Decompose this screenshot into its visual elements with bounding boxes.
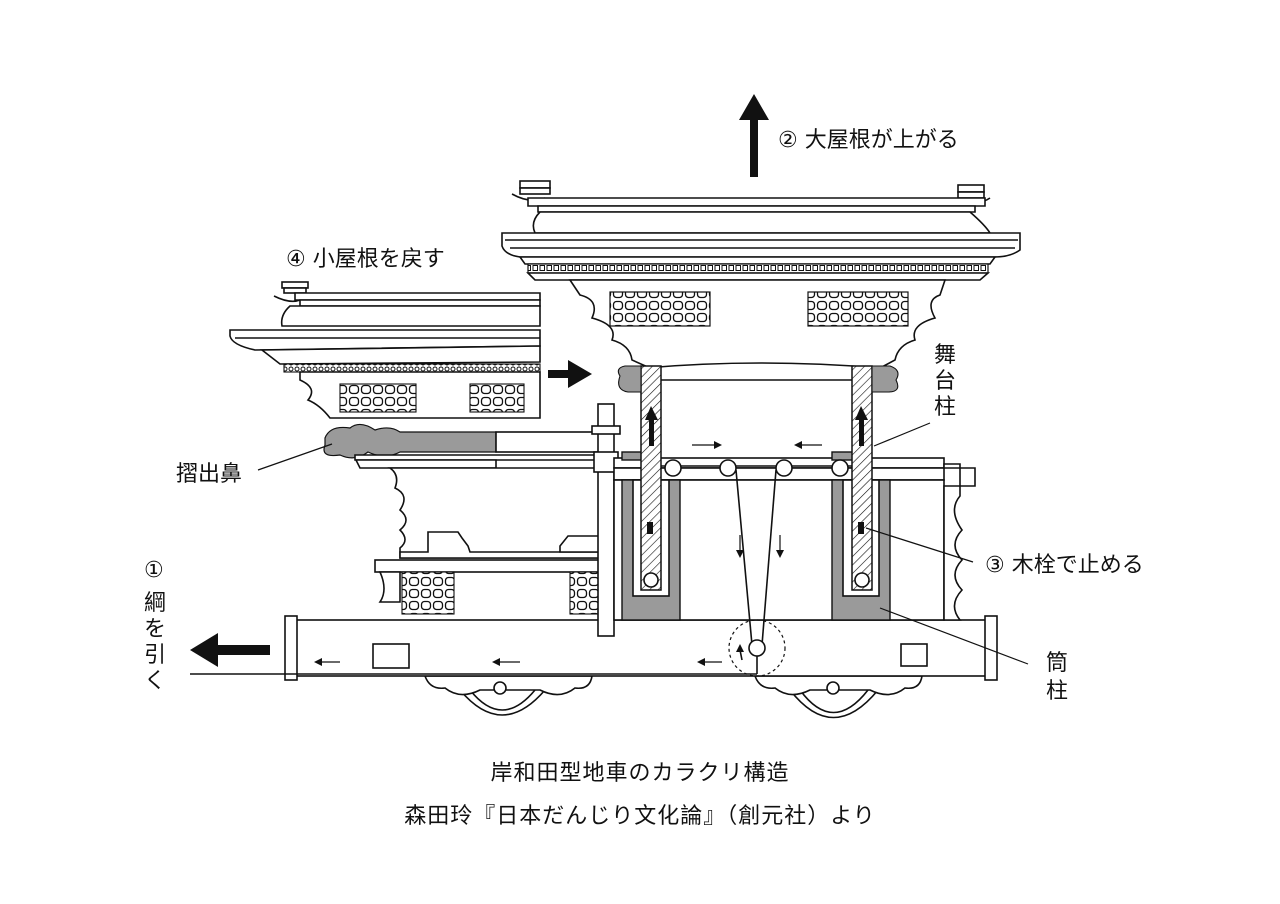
left-arrow bbox=[190, 633, 270, 667]
label-surudashi-bana: 摺出鼻 bbox=[176, 462, 242, 487]
leader-lines bbox=[257, 422, 1029, 665]
label-tsuna-1: 綱 bbox=[144, 591, 166, 616]
label-butai-bashira-2: 台 bbox=[934, 369, 956, 394]
label-tsutsu-bashira-2: 柱 bbox=[1046, 679, 1068, 704]
label-tsuna-4: く bbox=[144, 669, 166, 694]
stage-body bbox=[613, 451, 976, 621]
stage-columns bbox=[617, 365, 899, 591]
caption-title: 岸和田型地車のカラクリ構造 bbox=[490, 761, 789, 786]
large-roof bbox=[501, 180, 1021, 381]
caption-source: 森田玲『日本だんじり文化論』（創元社）より bbox=[404, 804, 876, 829]
label-tsuna-2: を bbox=[144, 617, 166, 642]
rope-direction-arrows bbox=[314, 441, 822, 666]
surudashi-bana-carving bbox=[323, 423, 601, 469]
front-body bbox=[374, 467, 606, 615]
label-butai-bashira-3: 柱 bbox=[934, 395, 956, 420]
label-tsuna-3: 引 bbox=[144, 643, 166, 668]
small-roof bbox=[229, 281, 541, 419]
up-arrow bbox=[739, 94, 769, 177]
label-kisen-stop: ③ 木栓で止める bbox=[985, 553, 1144, 578]
label-tsuna-number: ① bbox=[144, 558, 164, 583]
rope-system bbox=[190, 441, 870, 677]
right-arrow bbox=[548, 360, 592, 388]
label-oyane-raise: ② 大屋根が上がる bbox=[778, 128, 959, 153]
front-post bbox=[591, 403, 622, 637]
chassis bbox=[284, 615, 998, 719]
label-koyane-return: ④ 小屋根を戻す bbox=[286, 247, 445, 272]
label-butai-bashira-1: 舞 bbox=[934, 343, 956, 368]
label-tsutsu-bashira-1: 筒 bbox=[1046, 651, 1068, 676]
